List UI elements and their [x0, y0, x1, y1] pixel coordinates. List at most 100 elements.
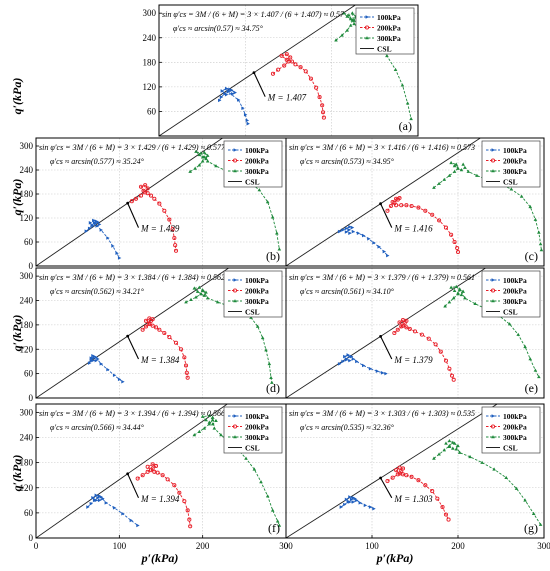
data-point	[507, 322, 512, 326]
legend-label: 200kPa	[245, 423, 269, 432]
legend-marker	[490, 424, 496, 429]
data-point	[407, 326, 412, 331]
data-point	[394, 203, 399, 208]
legend-label: CSL	[245, 308, 260, 317]
data-point	[372, 506, 376, 511]
data-point	[384, 371, 388, 376]
data-point	[461, 162, 465, 166]
data-point	[400, 83, 405, 87]
data-point	[189, 297, 193, 301]
data-point	[416, 205, 421, 210]
panel-tag: (b)	[266, 249, 280, 263]
data-point	[205, 159, 210, 163]
data-point	[320, 110, 326, 115]
data-point	[218, 98, 222, 103]
data-point	[539, 248, 544, 252]
data-point	[394, 468, 399, 473]
data-point	[111, 244, 115, 248]
data-point	[153, 325, 159, 330]
y-tick-label: 0	[29, 533, 34, 543]
series-100kPa	[218, 86, 250, 126]
data-point	[351, 500, 356, 504]
data-point	[321, 115, 326, 120]
data-point	[182, 355, 187, 360]
data-point	[358, 501, 362, 505]
data-point	[352, 18, 356, 22]
m-annotation-arrow	[127, 473, 140, 499]
data-point	[200, 414, 205, 418]
data-point	[89, 501, 93, 506]
data-point	[451, 446, 455, 450]
data-point	[282, 63, 287, 68]
formula-line-1: sin φ′cs = 3M / (6 + M) = 3 × 1.379 / (6…	[289, 273, 475, 282]
plot-frame	[158, 4, 419, 137]
data-point	[349, 354, 354, 359]
x-tick-label: 100	[365, 541, 379, 551]
legend-label: 100kPa	[245, 276, 269, 285]
panel-tag: (d)	[266, 381, 280, 395]
data-point	[463, 296, 467, 300]
data-point	[443, 512, 449, 517]
data-point	[461, 289, 465, 293]
m-annotation: M = 1.384	[140, 355, 180, 365]
legend-marker	[365, 15, 369, 19]
data-point	[344, 497, 349, 502]
data-point	[91, 358, 95, 363]
data-point	[348, 17, 353, 21]
m-annotation-arrowhead	[126, 472, 130, 476]
y-tick-label: 120	[143, 82, 157, 92]
legend-marker	[491, 278, 495, 282]
data-point	[443, 225, 449, 230]
data-point	[377, 245, 381, 249]
csl-line	[36, 268, 230, 398]
data-point	[270, 215, 275, 219]
data-point	[277, 523, 282, 527]
data-point	[451, 377, 456, 382]
series-100kPa	[339, 495, 376, 511]
series-200kPa	[385, 195, 461, 255]
data-point	[91, 353, 95, 358]
data-point	[284, 52, 289, 57]
data-point	[228, 87, 232, 92]
data-point	[138, 184, 144, 189]
legend-marker	[490, 158, 496, 163]
data-point	[397, 465, 402, 470]
y-axis-label-row4: q′(kPa)	[10, 455, 24, 492]
data-point	[241, 106, 245, 110]
series-200kPa	[270, 52, 326, 120]
data-point	[172, 235, 177, 241]
data-point	[197, 429, 202, 433]
plot-frame	[285, 267, 545, 399]
y-tick-label: 300	[20, 141, 34, 151]
data-point	[117, 377, 122, 382]
legend-marker	[365, 36, 369, 40]
data-point	[145, 186, 150, 191]
data-point	[449, 160, 453, 165]
series-line	[142, 317, 189, 378]
data-point	[345, 28, 350, 32]
data-point	[99, 495, 103, 499]
data-point	[205, 153, 210, 157]
data-point	[184, 300, 188, 304]
data-point	[279, 53, 284, 58]
formula-line-2: φ′cs ≈ arcsin(0.561) ≈ 34.10°	[300, 287, 395, 296]
data-point	[215, 300, 220, 304]
m-annotation: M = 1.416	[393, 223, 433, 233]
data-point	[447, 438, 452, 443]
y-tick-label: 240	[20, 433, 34, 443]
data-point	[276, 67, 281, 72]
data-point	[372, 241, 376, 245]
data-point	[367, 237, 371, 241]
data-point	[405, 101, 410, 105]
legend-label: 100kPa	[503, 146, 527, 155]
data-point	[449, 285, 453, 289]
data-point	[165, 477, 170, 482]
data-point	[92, 218, 96, 223]
data-point	[192, 286, 197, 290]
data-point	[207, 422, 212, 426]
data-point	[416, 478, 421, 483]
data-point	[350, 11, 355, 15]
